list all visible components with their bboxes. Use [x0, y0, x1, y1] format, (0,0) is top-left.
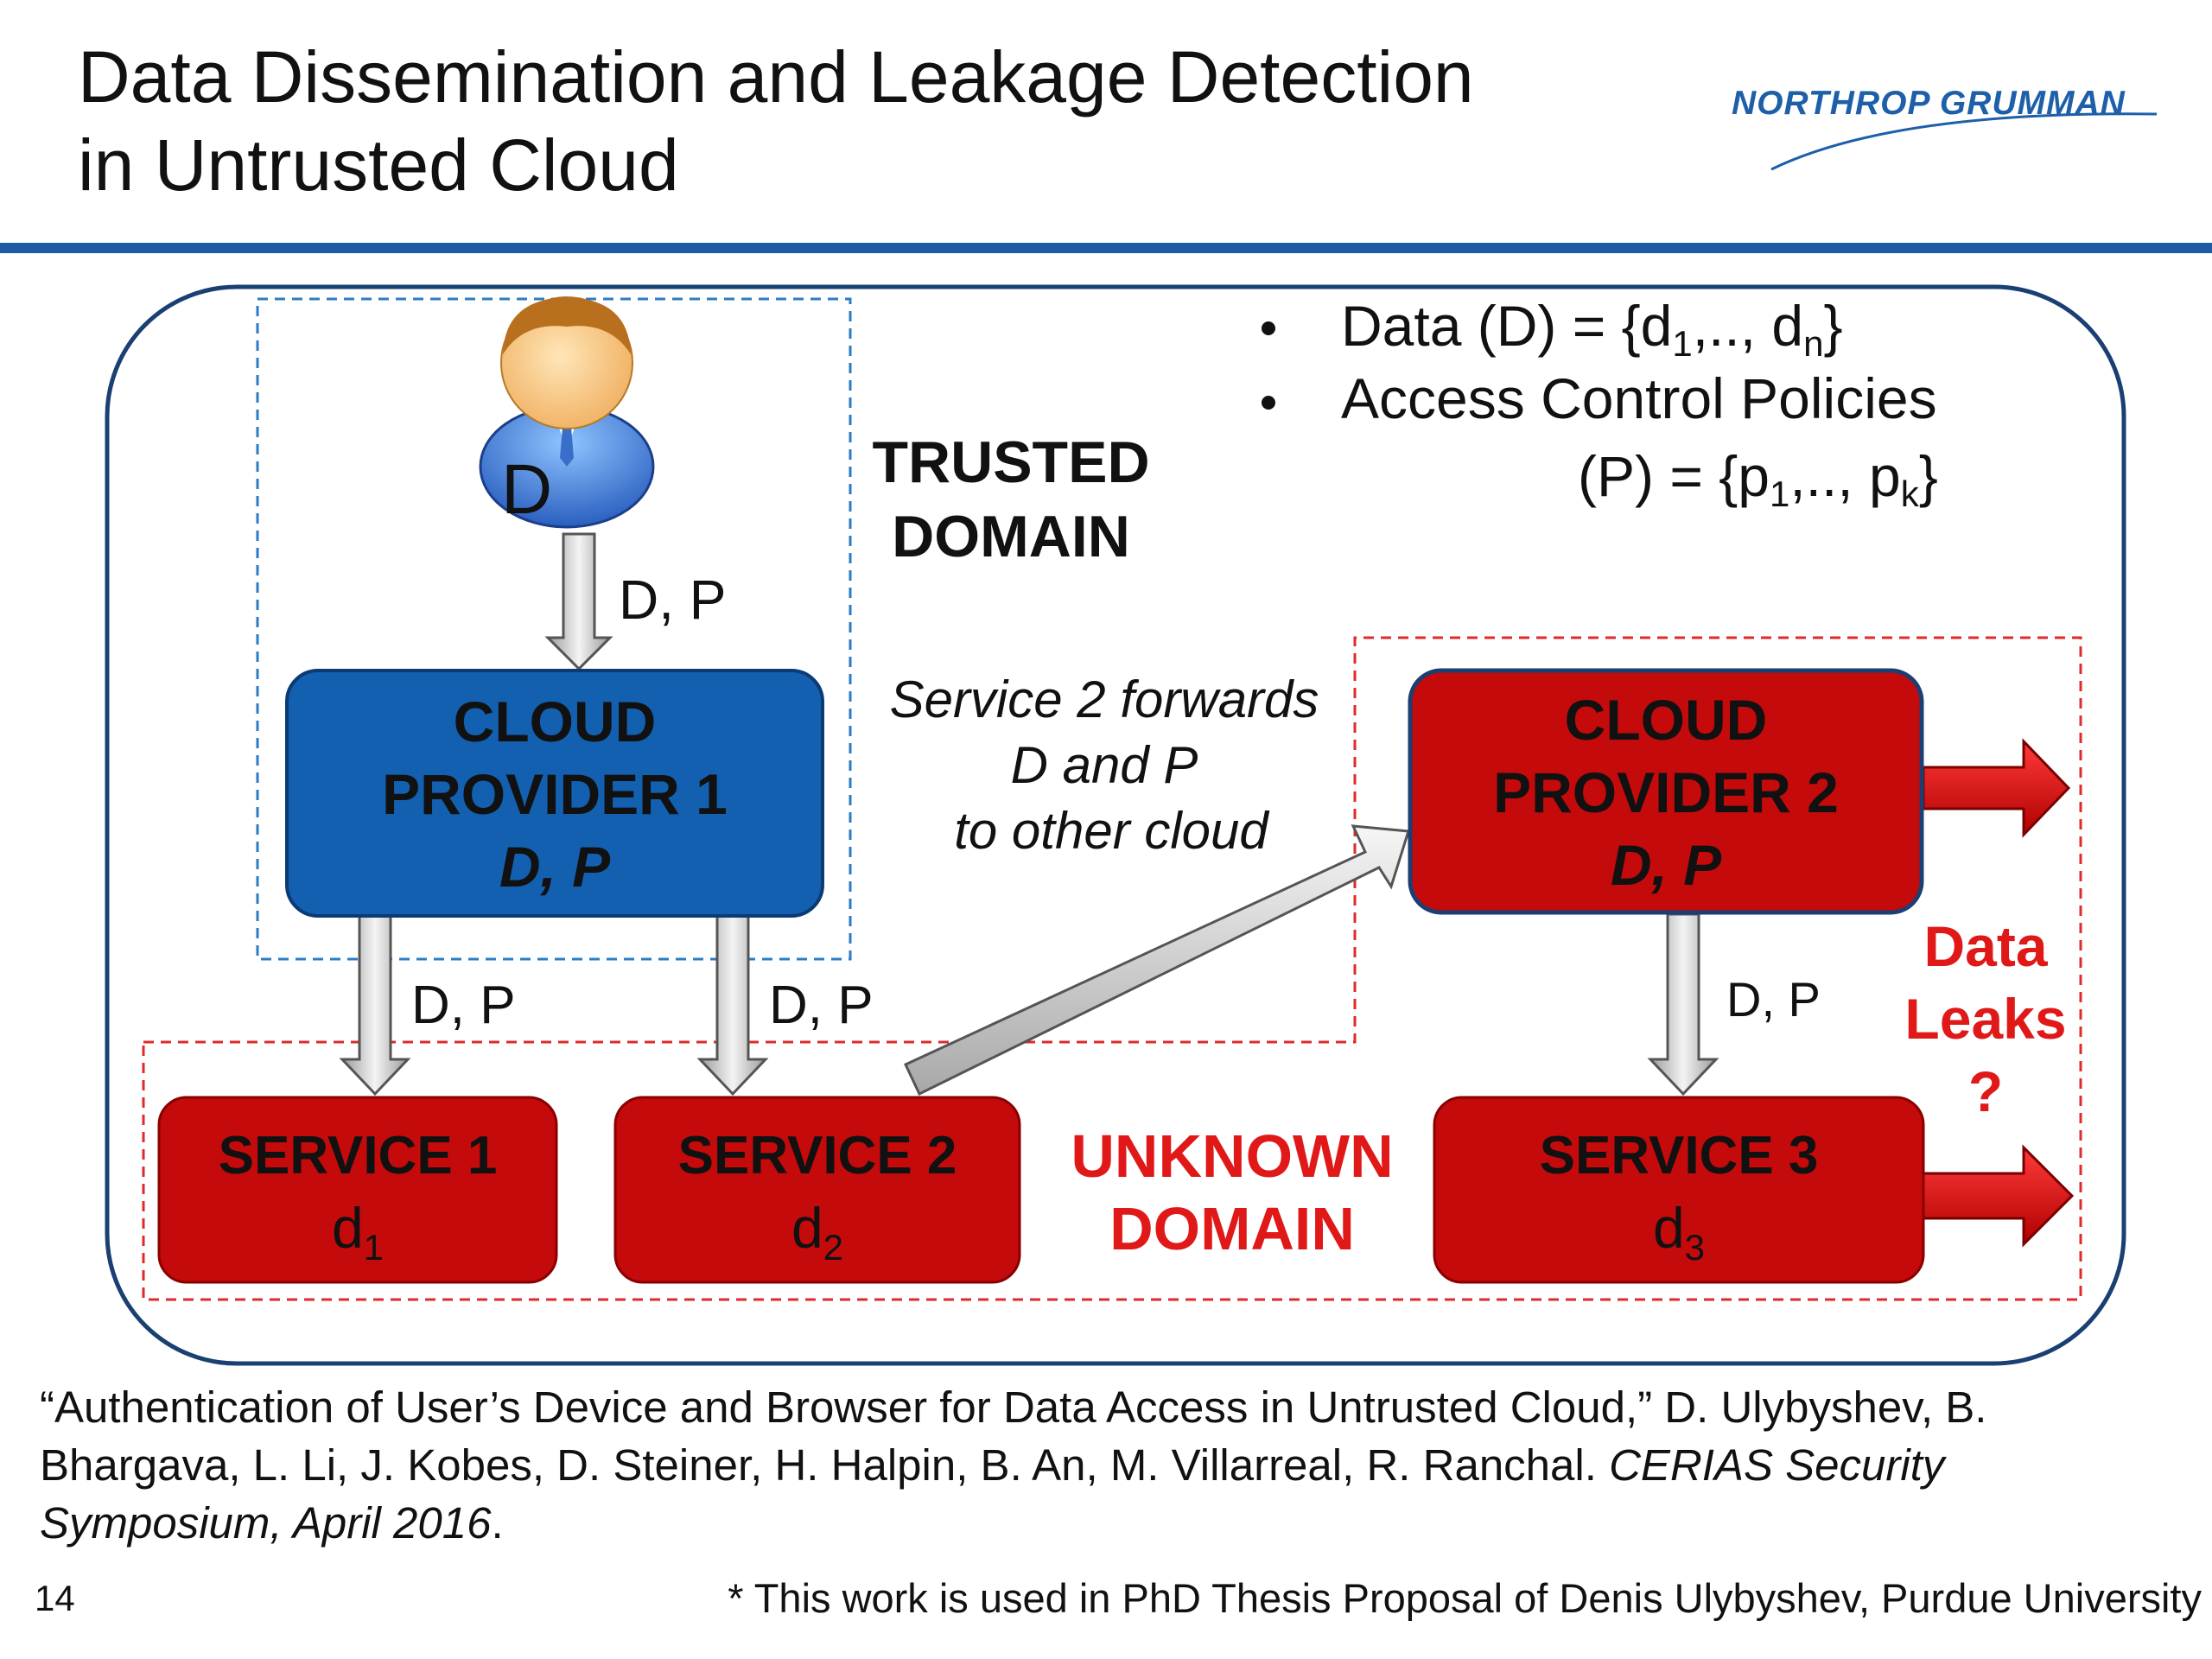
service-2-data: d2 [791, 1196, 843, 1268]
cp2-line2: PROVIDER 2 [1493, 760, 1839, 824]
leak-arrow-cp2-icon [1922, 738, 2071, 838]
cp1-line1: CLOUD [454, 690, 657, 753]
citation-text: “Authentication of User’s Device and Bro… [40, 1382, 1987, 1490]
logo-swoosh-icon [1770, 112, 2158, 171]
service-1-box: SERVICE 1 d1 [157, 1096, 558, 1284]
label-cp2-to-s3: D, P [1726, 972, 1821, 1027]
user-avatar-icon [479, 296, 655, 529]
leak-arrow-service3-icon [1922, 1144, 2075, 1248]
service-2-box: SERVICE 2 d2 [613, 1096, 1021, 1284]
slide-title-line2: in Untrusted Cloud [78, 124, 679, 206]
forward-note-line3: to other cloud [954, 802, 1269, 860]
arrow-cp1-to-service2 [696, 912, 769, 1096]
outer-frame [105, 284, 2126, 1366]
data-leaks-line1: Data [1923, 914, 2048, 978]
unknown-domain-line1: UNKNOWN [1071, 1122, 1393, 1190]
arrow-cp2-to-service3 [1647, 912, 1719, 1096]
data-leaks-line3: ? [1968, 1059, 2003, 1123]
forward-note-line2: D and P [1011, 736, 1198, 794]
cp2-line3: D, P [1611, 833, 1722, 897]
service-1-name: SERVICE 1 [219, 1126, 498, 1185]
arrow-cp1-to-service1 [339, 912, 411, 1096]
trusted-domain-line2: DOMAIN [892, 504, 1130, 569]
arrow-service2-to-cp2 [903, 824, 1410, 1096]
bullet-policies-line2: (P) = {p1,.., pk} [1578, 444, 1938, 514]
arrow-user-to-cp1 [544, 532, 613, 671]
forward-note-line1: Service 2 forwards [890, 671, 1319, 728]
user-label: D [501, 450, 552, 529]
slide-number: 14 [35, 1578, 75, 1618]
citation: “Authentication of User’s Device and Bro… [40, 1378, 2191, 1552]
citation-venue: CERIAS Security Symposium, April 2016 [40, 1440, 1945, 1548]
cp2-line1: CLOUD [1565, 688, 1768, 752]
service-1-data: d1 [332, 1196, 384, 1268]
unknown-domain-line2: DOMAIN [1109, 1195, 1355, 1262]
label-user-to-cp1: D, P [619, 569, 726, 631]
data-flow-diagram: D CLOUD PROVIDER 1 D, P CLOUD PROVIDER 2… [105, 284, 2126, 1366]
data-leaks-line2: Leaks [1904, 987, 2066, 1051]
bullet-dot-2 [1262, 396, 1275, 410]
cp1-line3: D, P [499, 835, 611, 899]
bullet-policies-line1: Access Control Policies [1341, 366, 1937, 430]
service-3-name: SERVICE 3 [1540, 1126, 1819, 1185]
cloud-provider-2-box: CLOUD PROVIDER 2 D, P [1408, 668, 1924, 915]
bullet-data: Data (D) = {d1,.., dn} [1341, 294, 1843, 364]
label-cp1-to-s1: D, P [411, 976, 516, 1035]
cp1-line2: PROVIDER 1 [382, 762, 728, 826]
slide-title-line1: Data Dissemination and Leakage Detection [78, 36, 1474, 118]
bullet-dot-1 [1262, 321, 1275, 335]
service-3-data: d3 [1653, 1196, 1705, 1268]
title-rule [0, 243, 2212, 253]
citation-end: . [491, 1498, 504, 1548]
label-cp1-to-s2: D, P [769, 976, 874, 1035]
northrop-grumman-logo: NORTHROP GRUMMAN [1719, 76, 2160, 180]
trusted-domain-line1: TRUSTED [872, 429, 1149, 495]
service-2-name: SERVICE 2 [678, 1126, 957, 1185]
unknown-domain-boundary [142, 636, 2082, 1301]
slide-title: Data Dissemination and Leakage Detection… [78, 33, 1547, 209]
cloud-provider-1-box: CLOUD PROVIDER 1 D, P [285, 669, 824, 918]
service-3-box: SERVICE 3 d3 [1433, 1096, 1925, 1284]
footnote: * This work is used in PhD Thesis Propos… [728, 1575, 2202, 1621]
